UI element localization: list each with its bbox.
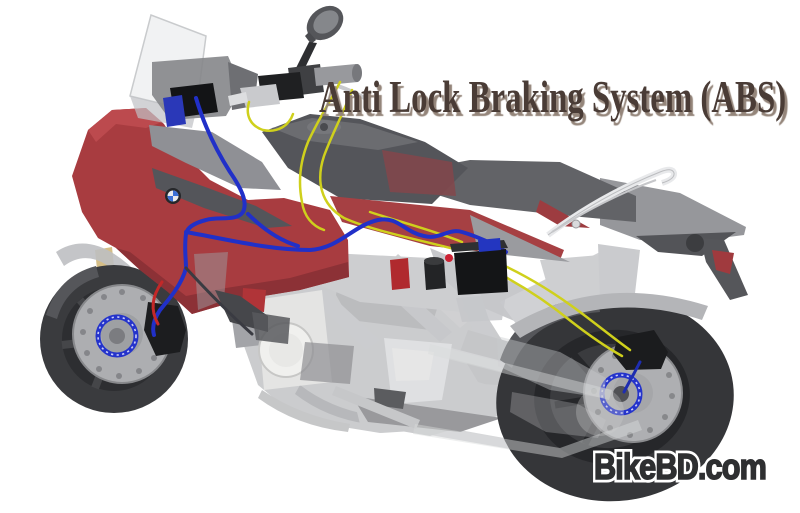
svg-text:BikeBD.com: BikeBD.com	[594, 446, 766, 487]
svg-text:BikeBD.com: BikeBD.com	[594, 446, 766, 487]
